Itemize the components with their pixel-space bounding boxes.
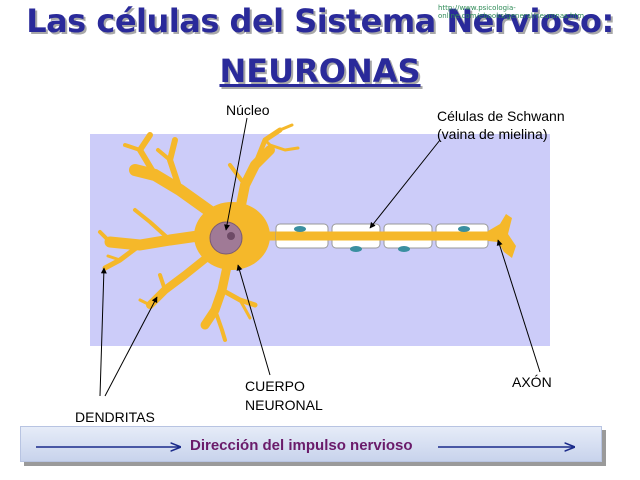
cuerpo-label-line1: CUERPO [245, 378, 305, 394]
schwann-label-line2: (vaina de mielina) [437, 126, 548, 142]
impulse-direction-text: Dirección del impulso nervioso [190, 437, 413, 454]
dendrite-top [235, 145, 275, 215]
dendritas-arrow-1 [99, 267, 107, 397]
source-url[interactable]: http://www.psicologia-online.com/ebooks/… [438, 4, 585, 20]
nucleus [209, 221, 243, 255]
schwann-label-line1: Células de Schwann [437, 108, 565, 124]
nucleolus [227, 232, 235, 240]
axon-label: AXÓN [512, 374, 552, 390]
schwann-arrow [369, 139, 441, 229]
page-title: Las células del Sistema Nervioso: [26, 2, 614, 40]
dendrites [98, 123, 300, 342]
cuerpo-label-line2: NEURONAL [245, 397, 323, 413]
dendritas-label: DENDRITAS [75, 409, 155, 425]
axon-arrow [496, 239, 541, 373]
dendrite-upper-left [129, 164, 221, 221]
nucleo-arrow [224, 117, 248, 231]
nucleo-label: Núcleo [226, 102, 270, 118]
dendrite-lower-left [146, 251, 214, 309]
dendrite-left [104, 229, 211, 251]
dendrite-bottom [200, 257, 233, 330]
cuerpo-arrow [236, 264, 271, 376]
page-subtitle: NEURONAS [219, 52, 421, 90]
axon-terminal [488, 214, 516, 258]
pointer-arrows [99, 117, 541, 397]
impulse-direction-bar [20, 426, 602, 462]
schwann-nuclei [294, 226, 470, 252]
dendritas-arrow-2 [104, 296, 158, 397]
